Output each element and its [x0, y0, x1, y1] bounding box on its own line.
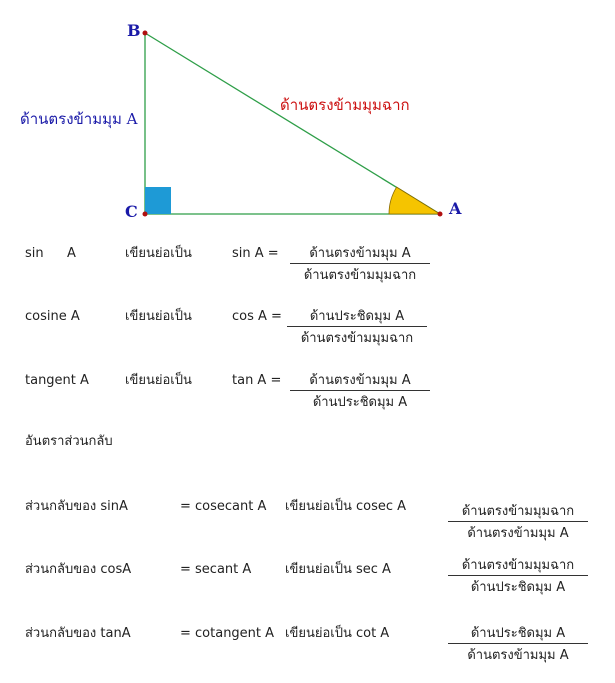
- cos-fraction: ด้านประชิดมุม A ด้านตรงข้ามมุมฉาก: [287, 309, 427, 347]
- cosec-numerator: ด้านตรงข้ามมุมฉาก: [448, 504, 588, 522]
- angle-a-marker: [388, 186, 442, 215]
- right-angle-marker: [145, 187, 171, 214]
- side-opposite-a-label: ด้านตรงข้ามมุม A: [20, 110, 138, 128]
- cot-equals: = cotangent A: [180, 626, 275, 641]
- tan-abbr-label: เขียนย่อเป็น: [125, 373, 192, 388]
- sec-fraction: ด้านตรงข้ามมุมฉาก ด้านประชิดมุม A: [448, 558, 588, 596]
- triangle-diagram: [142, 30, 443, 217]
- sin-abbr-label: เขียนย่อเป็น: [125, 246, 192, 261]
- cot-label: ส่วนกลับของ tanA: [25, 626, 131, 641]
- sin-var: A: [67, 246, 76, 261]
- sin-denominator: ด้านตรงข้ามมุมฉาก: [303, 268, 417, 283]
- hypotenuse-line: [144, 32, 441, 215]
- hypotenuse-label: ด้านตรงข้ามมุมฉาก: [280, 96, 410, 114]
- tan-denominator: ด้านประชิดมุม A: [312, 395, 408, 410]
- sin-expression: sin A =: [232, 246, 279, 261]
- cos-name: cosine A: [25, 309, 80, 324]
- sec-equals: = secant A: [180, 562, 252, 577]
- cosec-abbr: เขียนย่อเป็น cosec A: [285, 499, 407, 514]
- tan-expression: tan A =: [232, 373, 282, 388]
- cos-abbr-label: เขียนย่อเป็น: [125, 309, 192, 324]
- cot-abbr: เขียนย่อเป็น cot A: [285, 626, 390, 641]
- cosec-fraction: ด้านตรงข้ามมุมฉาก ด้านตรงข้ามมุม A: [448, 504, 588, 542]
- cot-denominator: ด้านตรงข้ามมุม A: [467, 648, 569, 663]
- sin-numerator: ด้านตรงข้ามมุม A: [290, 246, 430, 264]
- tan-numerator: ด้านตรงข้ามมุม A: [290, 373, 430, 391]
- sin-fraction: ด้านตรงข้ามมุม A ด้านตรงข้ามมุมฉาก: [290, 246, 430, 284]
- tan-fraction: ด้านตรงข้ามมุม A ด้านประชิดมุม A: [290, 373, 430, 411]
- vertex-c-point: [142, 211, 148, 217]
- reciprocal-heading: อันตราส่วนกลับ: [25, 434, 113, 449]
- cosec-label: ส่วนกลับของ sinA: [25, 499, 128, 514]
- vertex-b-label: B: [127, 21, 141, 40]
- vertex-a-point: [437, 211, 443, 217]
- vertex-b-point: [142, 30, 148, 36]
- sin-name: sin: [25, 246, 44, 261]
- sec-numerator: ด้านตรงข้ามมุมฉาก: [448, 558, 588, 576]
- vertex-a-label: A: [449, 199, 462, 218]
- sec-label: ส่วนกลับของ cosA: [25, 562, 132, 577]
- cos-numerator: ด้านประชิดมุม A: [287, 309, 427, 327]
- cos-expression: cos A =: [232, 309, 282, 324]
- sec-abbr: เขียนย่อเป็น sec A: [285, 562, 391, 577]
- cot-fraction: ด้านประชิดมุม A ด้านตรงข้ามมุม A: [448, 626, 588, 664]
- cosec-equals: = cosecant A: [180, 499, 267, 514]
- cosec-denominator: ด้านตรงข้ามมุม A: [467, 526, 569, 541]
- sec-denominator: ด้านประชิดมุม A: [470, 580, 566, 595]
- vertex-c-label: C: [125, 202, 138, 221]
- tan-name: tangent A: [25, 373, 89, 388]
- cot-numerator: ด้านประชิดมุม A: [448, 626, 588, 644]
- cos-denominator: ด้านตรงข้ามมุมฉาก: [300, 331, 414, 346]
